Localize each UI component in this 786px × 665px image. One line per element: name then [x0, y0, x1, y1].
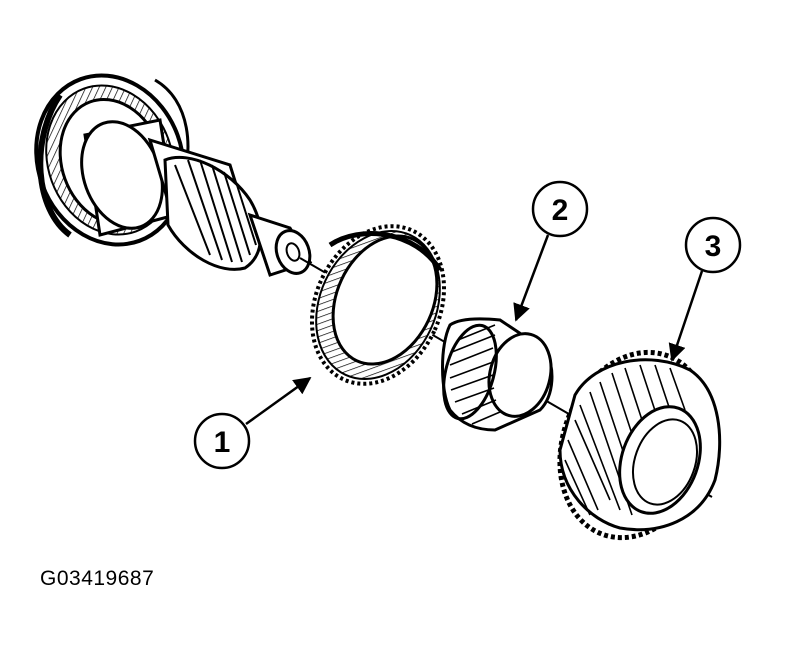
- shaft-splines: [163, 155, 263, 271]
- callout-3-leader: [668, 270, 704, 362]
- callout-3-circle: [684, 216, 742, 274]
- needle-rollers: [449, 324, 501, 425]
- callout-3: 3: [668, 216, 742, 362]
- needle-bearing: [441, 317, 554, 432]
- callout-1-leader: [245, 376, 312, 426]
- callout-2-leader: [513, 234, 550, 322]
- callout-1-circle: [193, 412, 251, 470]
- callout-2: 2: [513, 180, 589, 322]
- figure-code: G03419687: [40, 567, 155, 590]
- output-shaft: [34, 73, 313, 277]
- callout-2-label: 2: [552, 194, 569, 227]
- callout-1: 1: [193, 376, 312, 470]
- callout-3-label: 3: [705, 230, 722, 263]
- callout-1-label: 1: [214, 426, 231, 459]
- helical-gear: [557, 349, 722, 541]
- shaft-pilot-end: [247, 212, 313, 277]
- thrust-washer: [309, 224, 447, 386]
- callout-2-circle: [531, 180, 589, 238]
